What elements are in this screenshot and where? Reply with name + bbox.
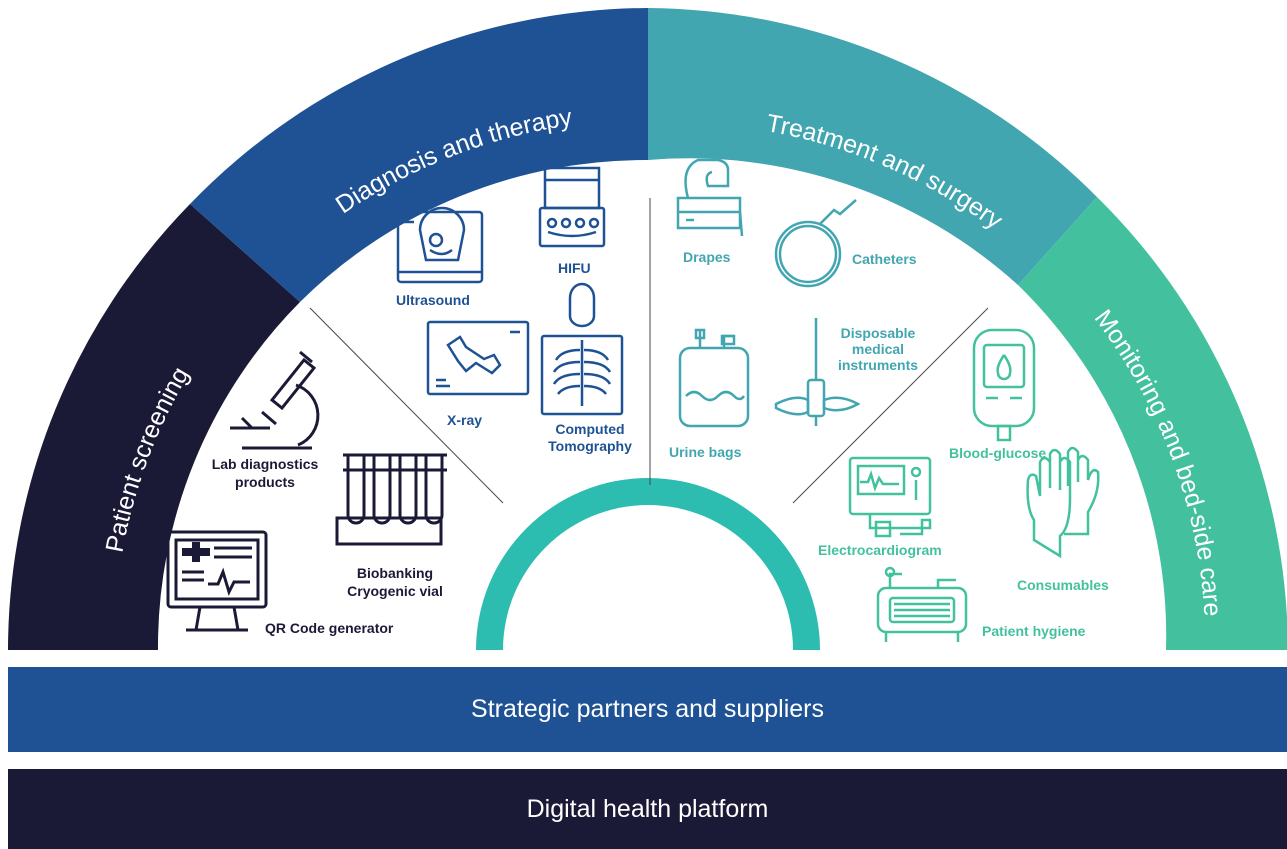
label-drapes: Drapes <box>683 249 731 265</box>
segment-diagnosis-therapy <box>190 8 648 302</box>
platform-bar-label: Digital health platform <box>526 794 769 823</box>
label-blood-glucose: Blood-glucose <box>949 445 1047 461</box>
ecg-monitor-icon <box>848 456 932 538</box>
label-ct-line1: Computed <box>555 421 625 437</box>
label-lab-line1: Lab diagnostics <box>211 456 319 472</box>
ultrasound-icon <box>396 206 484 284</box>
divider-line <box>792 307 989 504</box>
label-hygiene: Patient hygiene <box>982 623 1086 639</box>
label-dmi-line3: instruments <box>837 357 919 373</box>
label-ct: Computed Tomography <box>540 421 640 455</box>
partners-bar: Strategic partners and suppliers <box>8 667 1287 752</box>
label-bio-line1: Biobanking <box>356 565 434 581</box>
label-dmi-line1: Disposable <box>840 325 916 341</box>
label-lab-line2: products <box>235 474 295 490</box>
urine-bag-icon <box>678 328 750 428</box>
label-ecg: Electrocardiogram <box>818 542 942 558</box>
label-disposable: Disposable medical instruments <box>828 325 928 373</box>
test-tubes-icon <box>335 453 447 546</box>
segment-patient-screening <box>8 204 300 650</box>
gloves-icon <box>1026 446 1100 559</box>
care-arc-svg: Patient screening Diagnosis and therapy … <box>8 8 1287 650</box>
microscope-icon <box>230 350 320 450</box>
glucose-meter-icon <box>972 328 1036 442</box>
label-biobanking: Biobanking Cryogenic vial <box>330 564 460 600</box>
label-catheters: Catheters <box>852 251 917 267</box>
xray-icon <box>426 320 530 396</box>
segment-monitoring-care <box>1018 197 1287 650</box>
label-xray: X-ray <box>447 412 483 428</box>
label-ct-line2: Tomography <box>548 438 632 454</box>
catheter-icon <box>774 199 857 288</box>
partners-bar-label: Strategic partners and suppliers <box>471 695 824 723</box>
label-lab-diagnostics: Lab diagnostics products <box>190 455 340 491</box>
label-consumables: Consumables <box>1017 577 1109 593</box>
label-urine-bags: Urine bags <box>669 444 742 460</box>
inner-arch <box>476 478 820 650</box>
hifu-icon <box>538 166 606 248</box>
qr-monitor-icon <box>166 530 268 632</box>
ct-body-icon <box>540 282 624 416</box>
label-bio-line2: Cryogenic vial <box>347 583 443 599</box>
platform-bar: Digital health platform <box>8 769 1287 849</box>
label-ultrasound: Ultrasound <box>396 292 470 308</box>
syringe-icon <box>774 318 861 426</box>
label-dmi-line2: medical <box>851 341 905 357</box>
divider-line <box>309 307 504 504</box>
drapes-icon <box>676 158 744 237</box>
label-qr-code: QR Code generator <box>265 620 394 636</box>
hygiene-tub-icon <box>876 566 968 642</box>
segment-treatment-surgery <box>648 8 1097 285</box>
label-hifu: HIFU <box>558 260 591 276</box>
